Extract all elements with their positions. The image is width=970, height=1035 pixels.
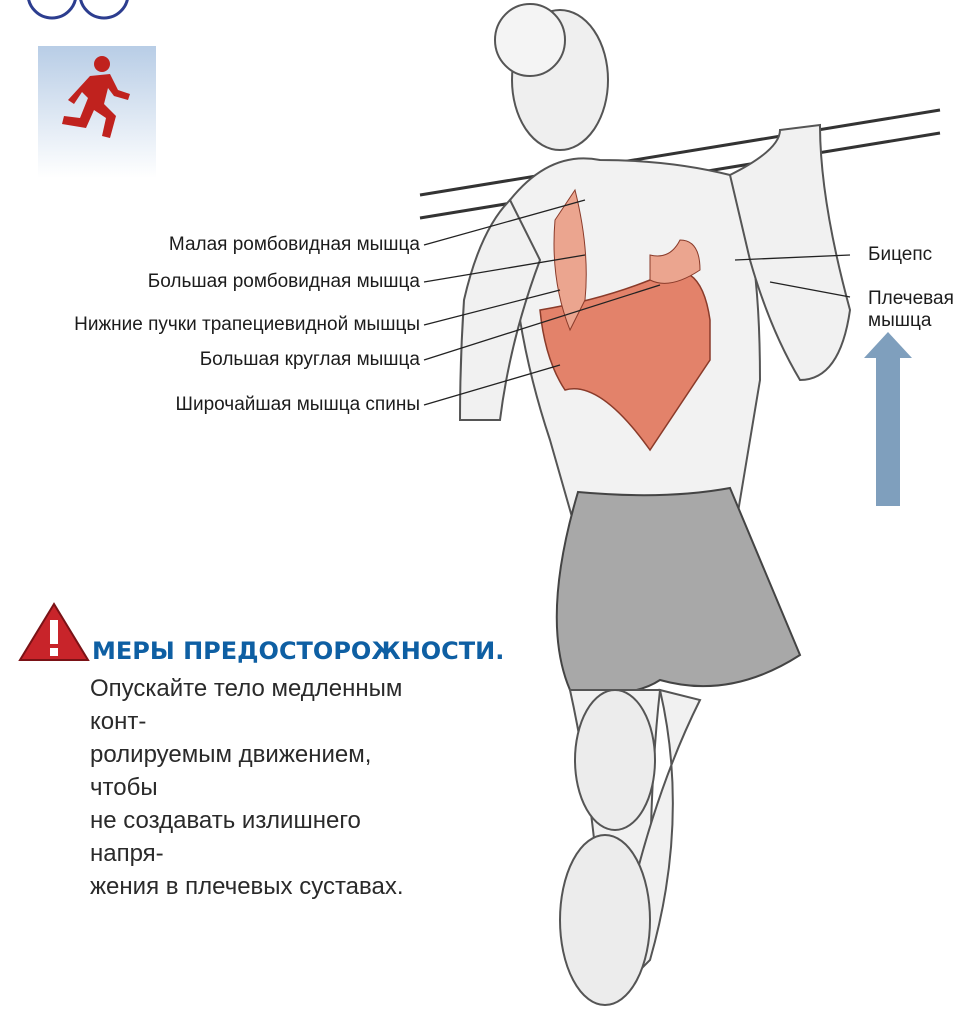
warning-line-2: ролируемым движением, чтобы — [90, 738, 430, 804]
warning-title: МЕРЫ ПРЕДОСТОРОЖНОСТИ. — [92, 637, 504, 665]
label-rhomboid-minor: Малая ромбовидная мышца — [169, 234, 420, 256]
warning-body: Опускайте тело медленным конт- ролируемы… — [90, 672, 430, 903]
warning-line-3: не создавать излишнего напря- — [90, 804, 430, 870]
label-latissimus-dorsi: Широчайшая мышца спины — [176, 394, 420, 416]
warning-line-1: Опускайте тело медленным конт- — [90, 672, 430, 738]
warning-triangle-icon — [18, 600, 90, 664]
label-teres-major: Большая круглая мышца — [200, 349, 420, 371]
label-biceps: Бицепс — [868, 244, 932, 266]
label-rhomboid-major: Большая ромбовидная мышца — [148, 271, 420, 293]
warning-line-4: жения в плечевых суставах. — [90, 870, 430, 903]
label-brachialis-line2: мышца — [868, 310, 931, 332]
label-brachialis-line1: Плечевая — [868, 288, 954, 310]
label-lower-trapezius: Нижние пучки трапециевидной мышцы — [74, 314, 420, 336]
